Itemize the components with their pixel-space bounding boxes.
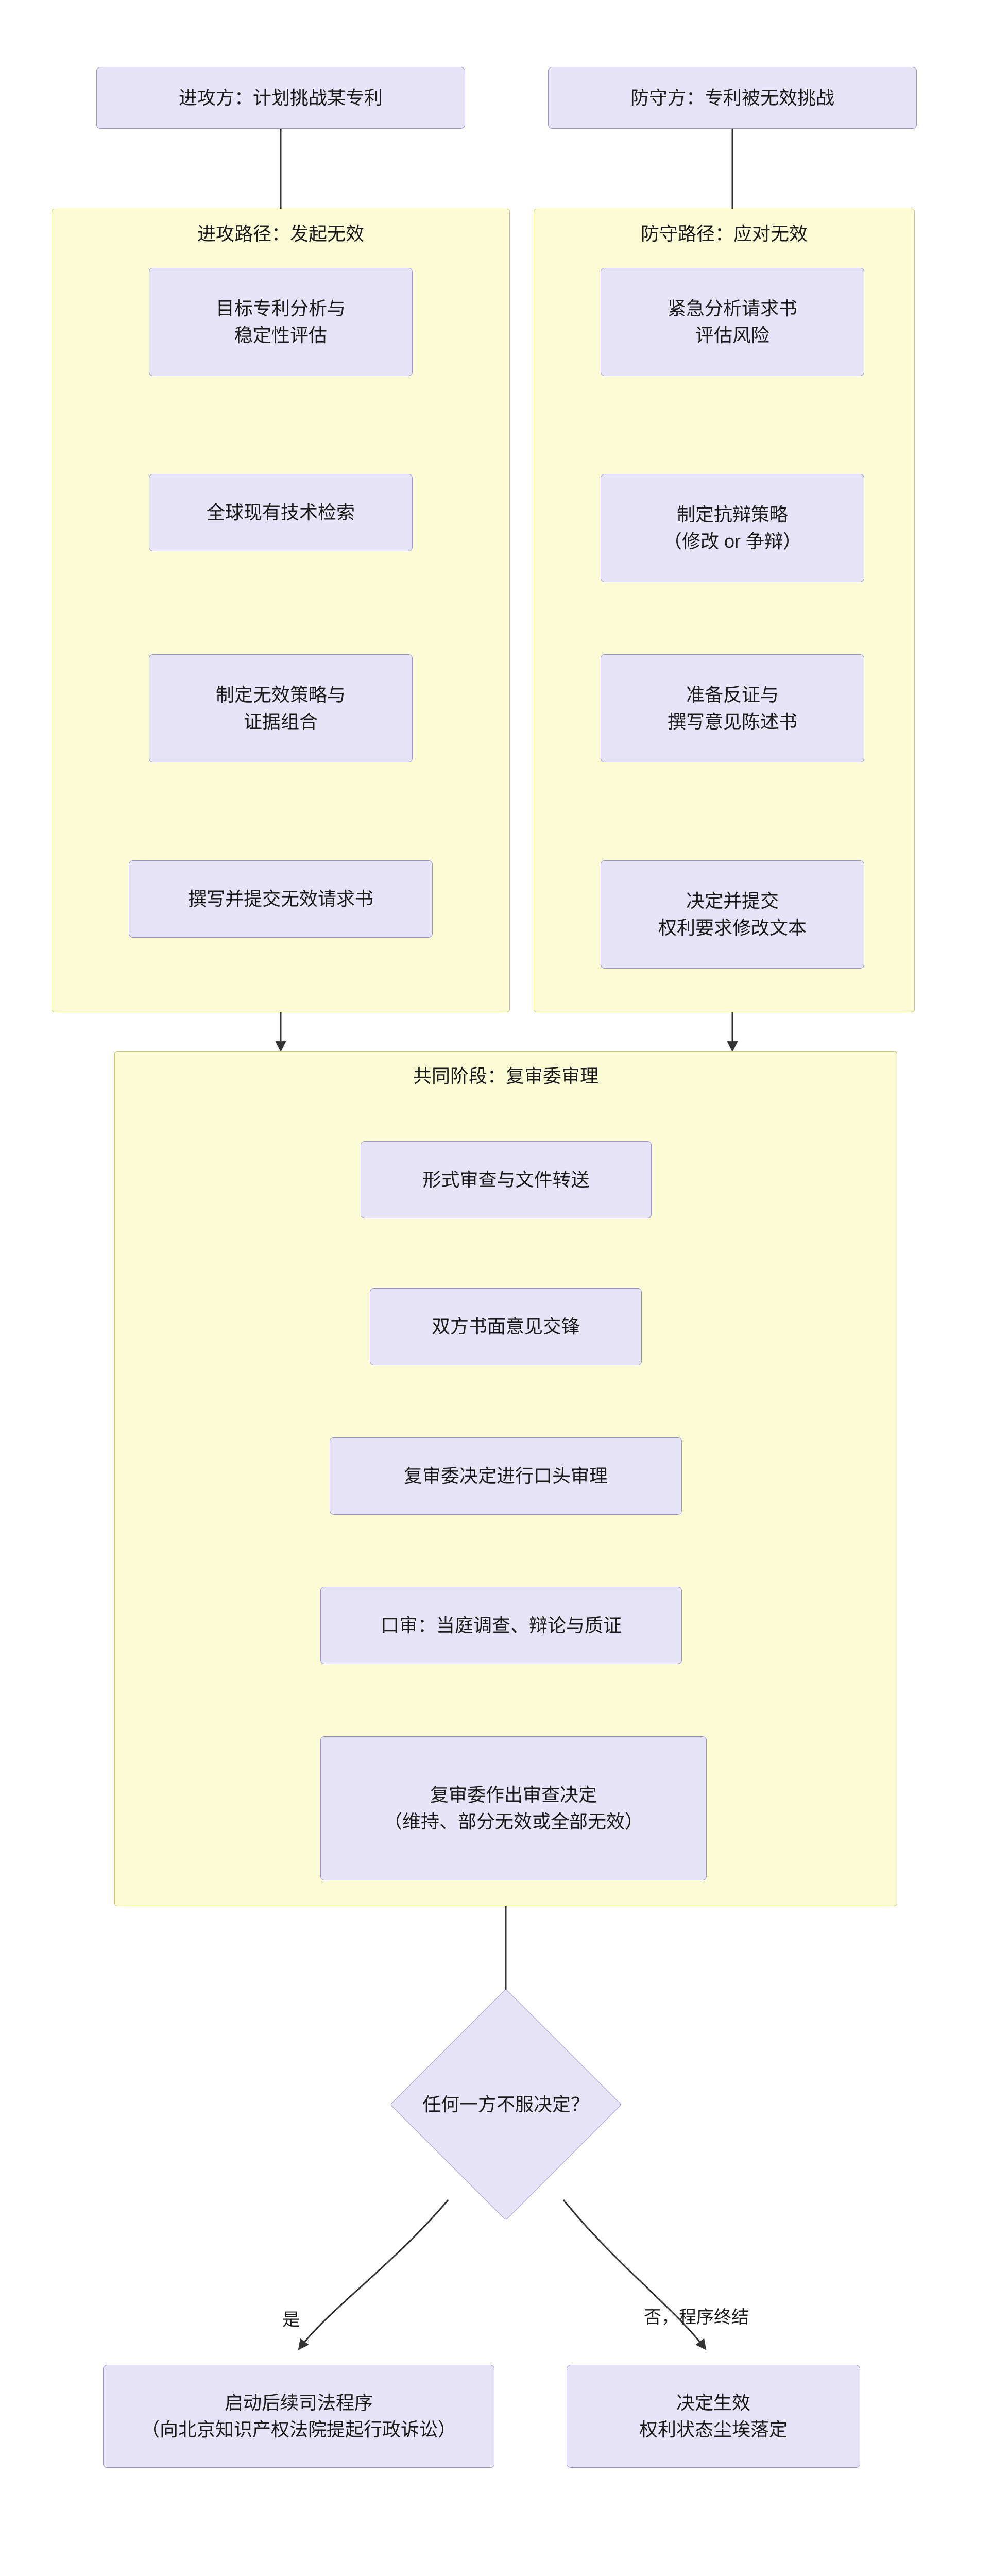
node-d2[interactable]: 制定抗辩策略 （修改 or 争辩） [601, 474, 864, 582]
node-label: 制定无效策略与 证据组合 [215, 684, 346, 732]
edge-label-yes: 是 [282, 2310, 300, 2330]
node-c2[interactable]: 双方书面意见交锋 [370, 1288, 642, 1365]
node-a4[interactable]: 撰写并提交无效请求书 [129, 860, 433, 938]
node-appeal-decision-label: 任何一方不服决定？ [422, 2093, 589, 2115]
node-label: 双方书面意见交锋 [431, 1315, 580, 1337]
node-label: 口审：当庭调查、辩论与质证 [380, 1614, 622, 1636]
node-label: 目标专利分析与 稳定性评估 [215, 297, 346, 346]
node-label: 复审委决定进行口头审理 [403, 1465, 608, 1486]
node-c5[interactable]: 复审委作出审查决定 （维持、部分无效或全部无效） [320, 1736, 707, 1880]
node-label: 决定并提交 权利要求修改文本 [658, 890, 807, 938]
node-label: 启动后续司法程序 （向北京知识产权法院提起行政诉讼） [141, 2392, 456, 2440]
group-defense-path-label: 防守路径：应对无效 [640, 223, 808, 244]
node-label: 复审委作出审查决定 （维持、部分无效或全部无效） [383, 1784, 643, 1832]
node-label: 制定抗辩策略 （修改 or 争辩） [663, 503, 801, 552]
node-a2[interactable]: 全球现有技术检索 [149, 474, 413, 551]
group-attack-path-label: 进攻路径：发起无效 [197, 223, 364, 244]
node-d4[interactable]: 决定并提交 权利要求修改文本 [601, 860, 864, 969]
node-a1[interactable]: 目标专利分析与 稳定性评估 [149, 268, 413, 376]
group-common-stage-label: 共同阶段：复审委审理 [413, 1065, 598, 1087]
node-label: 决定生效 权利状态尘埃落定 [639, 2392, 788, 2440]
node-label: 进攻方：计划挑战某专利 [178, 87, 383, 108]
node-final[interactable]: 决定生效 权利状态尘埃落定 [567, 2365, 860, 2468]
node-c1[interactable]: 形式审查与文件转送 [361, 1141, 652, 1218]
edge-label-no: 否，程序终结 [644, 2308, 749, 2327]
node-c3[interactable]: 复审委决定进行口头审理 [330, 1437, 682, 1515]
node-c4[interactable]: 口审：当庭调查、辩论与质证 [320, 1587, 682, 1664]
node-a3[interactable]: 制定无效策略与 证据组合 [149, 654, 413, 762]
node-d3[interactable]: 准备反证与 撰写意见陈述书 [601, 654, 864, 762]
node-d1[interactable]: 紧急分析请求书 评估风险 [601, 268, 864, 376]
node-label: 全球现有技术检索 [206, 501, 355, 523]
node-label: 准备反证与 撰写意见陈述书 [667, 684, 797, 732]
node-label: 撰写并提交无效请求书 [187, 888, 373, 909]
node-label: 紧急分析请求书 评估风险 [667, 297, 797, 346]
node-defender-start[interactable]: 防守方：专利被无效挑战 [548, 67, 917, 129]
node-label: 防守方：专利被无效挑战 [630, 87, 834, 108]
node-attacker-start[interactable]: 进攻方：计划挑战某专利 [96, 67, 465, 129]
node-litigation[interactable]: 启动后续司法程序 （向北京知识产权法院提起行政诉讼） [103, 2365, 494, 2468]
node-label: 形式审查与文件转送 [422, 1168, 590, 1190]
